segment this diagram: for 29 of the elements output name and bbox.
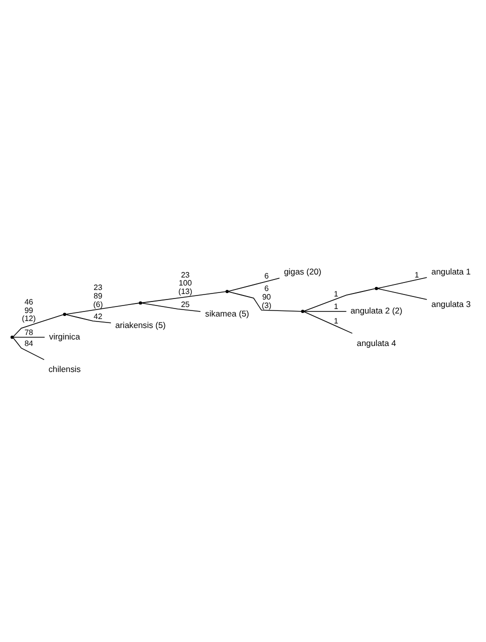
connector <box>66 302 140 315</box>
node-point <box>226 290 229 294</box>
node-text: angulata 4 <box>356 338 396 348</box>
node-text: angulata 3 <box>431 298 471 309</box>
connector <box>142 302 201 312</box>
connector <box>12 338 45 360</box>
node-text: sikamea (5) <box>205 308 250 319</box>
connector <box>377 288 428 300</box>
node-point <box>374 286 378 290</box>
connector <box>304 310 347 312</box>
node-text: angulata 2 (2) <box>350 306 402 316</box>
connector <box>142 291 226 304</box>
connector <box>228 278 280 292</box>
node-text: angulata 1 <box>431 266 471 276</box>
node-point <box>138 301 142 305</box>
node-point <box>63 312 66 316</box>
node-text: gigas (20) <box>284 266 322 276</box>
connector <box>377 277 428 289</box>
connector <box>12 314 64 338</box>
connector <box>304 311 353 334</box>
node-text: ariakensis (5) <box>115 320 166 330</box>
connector <box>304 288 376 312</box>
connector <box>66 314 112 324</box>
connector <box>228 291 302 312</box>
node-text: chilensis <box>48 364 81 374</box>
node-point <box>10 336 14 339</box>
connector <box>13 336 46 338</box>
node-text: virginica <box>49 331 80 342</box>
node-point <box>301 310 304 313</box>
